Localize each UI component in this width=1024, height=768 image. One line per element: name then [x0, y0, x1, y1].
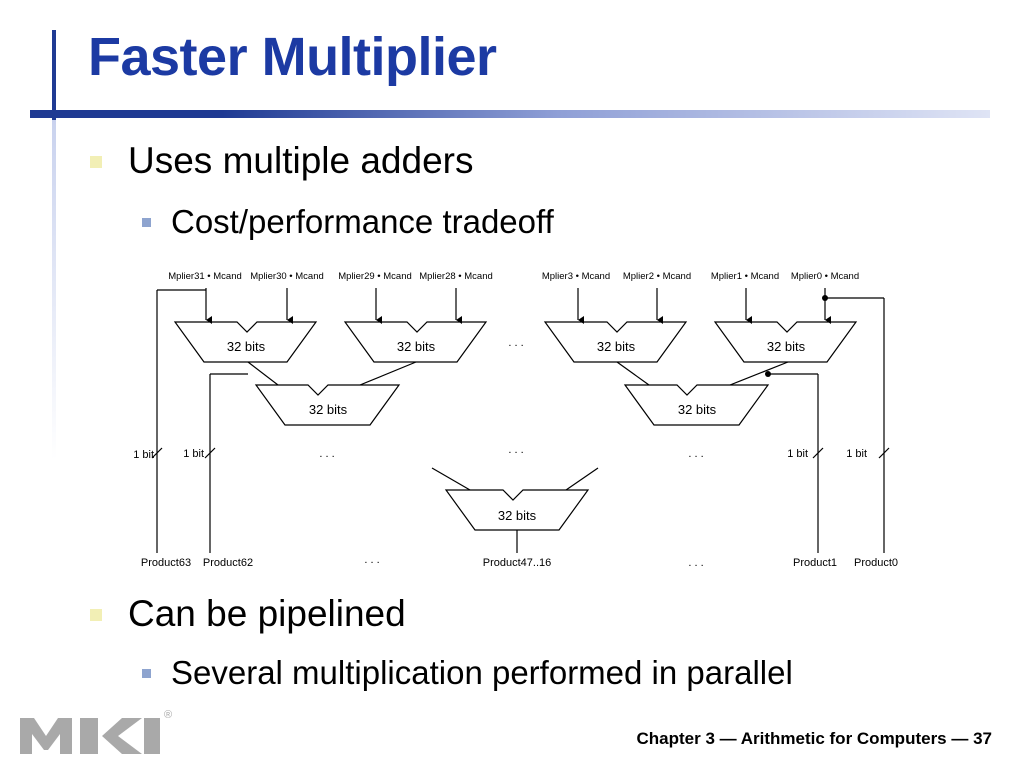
bit-label: 1 bit	[133, 449, 154, 461]
product-label-63: Product63	[141, 557, 191, 569]
ellipsis-label: . . .	[508, 444, 523, 456]
sub-bullet-square-icon	[142, 669, 151, 678]
sub-bullet-text: Cost/performance tradeoff	[171, 203, 554, 240]
bit-label: 1 bit	[846, 448, 867, 460]
bullet-text: Can be pipelined	[128, 593, 406, 634]
slide-footer: Chapter 3 — Arithmetic for Computers — 3…	[636, 729, 993, 748]
input-label-mplier2: Mplier2 • Mcand	[623, 271, 691, 282]
bullet-square-icon	[90, 609, 102, 621]
ellipsis-label: . . .	[688, 557, 703, 569]
bullet-text: Uses multiple adders	[128, 140, 474, 181]
sub-bullet-text: Several multiplication performed in para…	[171, 654, 793, 691]
product-label-47-16: Product47..16	[483, 557, 552, 569]
ellipsis-label: . . .	[508, 337, 523, 349]
slide-title: Faster Multiplier	[88, 27, 497, 87]
input-label-mplier1: Mplier1 • Mcand	[711, 271, 779, 282]
registered-mark: ®	[164, 709, 172, 721]
input-label-mplier31: Mplier31 • Mcand	[168, 271, 242, 282]
multiplier-adder-tree-diagram: Mplier31 • Mcand Mplier30 • Mcand Mplier…	[133, 271, 898, 569]
input-label-mplier0: Mplier0 • Mcand	[791, 271, 859, 282]
bullet-square-icon	[90, 156, 102, 168]
adder-label: 32 bits	[498, 508, 537, 523]
product-label-62: Product62	[203, 557, 253, 569]
input-label-mplier3: Mplier3 • Mcand	[542, 271, 610, 282]
ellipsis-label: . . .	[319, 448, 334, 460]
accent-vertical-fade	[52, 120, 56, 460]
adder-label: 32 bits	[678, 402, 717, 417]
publisher-logo: ®	[20, 709, 172, 754]
input-label-mplier29: Mplier29 • Mcand	[338, 271, 412, 282]
adder-label: 32 bits	[309, 402, 348, 417]
sub-bullet-square-icon	[142, 218, 151, 227]
accent-vertical-bar	[52, 30, 56, 122]
adder-label: 32 bits	[227, 339, 266, 354]
product-label-1: Product1	[793, 557, 837, 569]
adder-label: 32 bits	[597, 339, 636, 354]
input-label-mplier30: Mplier30 • Mcand	[250, 271, 324, 282]
ellipsis-label: . . .	[688, 448, 703, 460]
ellipsis-label: . . .	[364, 554, 379, 566]
product-label-0: Product0	[854, 557, 898, 569]
input-label-mplier28: Mplier28 • Mcand	[419, 271, 493, 282]
accent-horizontal-bar	[30, 110, 990, 118]
bit-label: 1 bit	[183, 448, 204, 460]
bit-label: 1 bit	[787, 448, 808, 460]
adder-label: 32 bits	[767, 339, 806, 354]
adder-label: 32 bits	[397, 339, 436, 354]
